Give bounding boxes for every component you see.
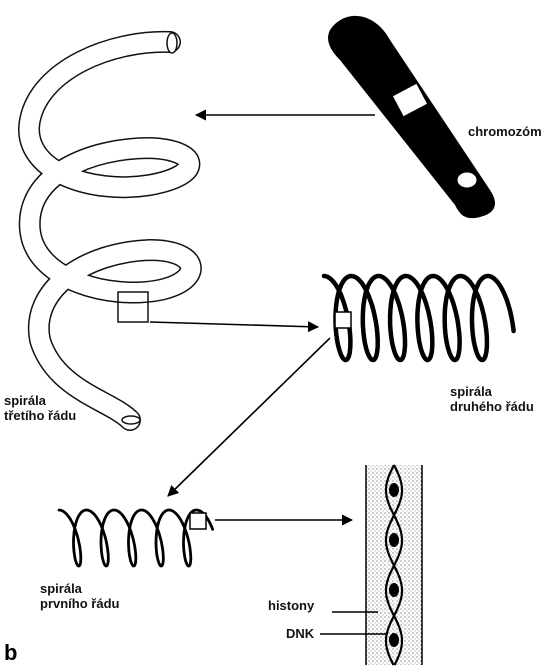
first-order-label-line2: prvního řádu xyxy=(40,596,119,611)
chromosome-label: chromozóm xyxy=(468,124,542,139)
third-order-spiral xyxy=(29,33,191,424)
histone-blob xyxy=(389,633,399,647)
first-order-label-line1: spirála xyxy=(40,581,82,596)
third-order-label-line1: spirála xyxy=(4,393,46,408)
nucleosome-fiber xyxy=(366,465,422,665)
arrow-second-to-first xyxy=(168,338,330,496)
histones-label: histony xyxy=(268,598,314,613)
second-order-label-line2: druhého řádu xyxy=(450,399,534,414)
third-order-label-line2: třetího řádu xyxy=(4,408,76,423)
panel-letter: b xyxy=(4,640,17,666)
second-order-detail-box xyxy=(335,312,351,328)
histone-blob xyxy=(389,483,399,497)
arrow-third-to-second xyxy=(150,322,318,327)
second-order-spiral xyxy=(324,276,514,360)
dna-label: DNK xyxy=(286,626,314,641)
histone-blob xyxy=(389,533,399,547)
histone-blob xyxy=(389,583,399,597)
chromosome xyxy=(328,16,495,218)
first-order-detail-box xyxy=(190,513,206,529)
second-order-label-line1: spirála xyxy=(450,384,492,399)
